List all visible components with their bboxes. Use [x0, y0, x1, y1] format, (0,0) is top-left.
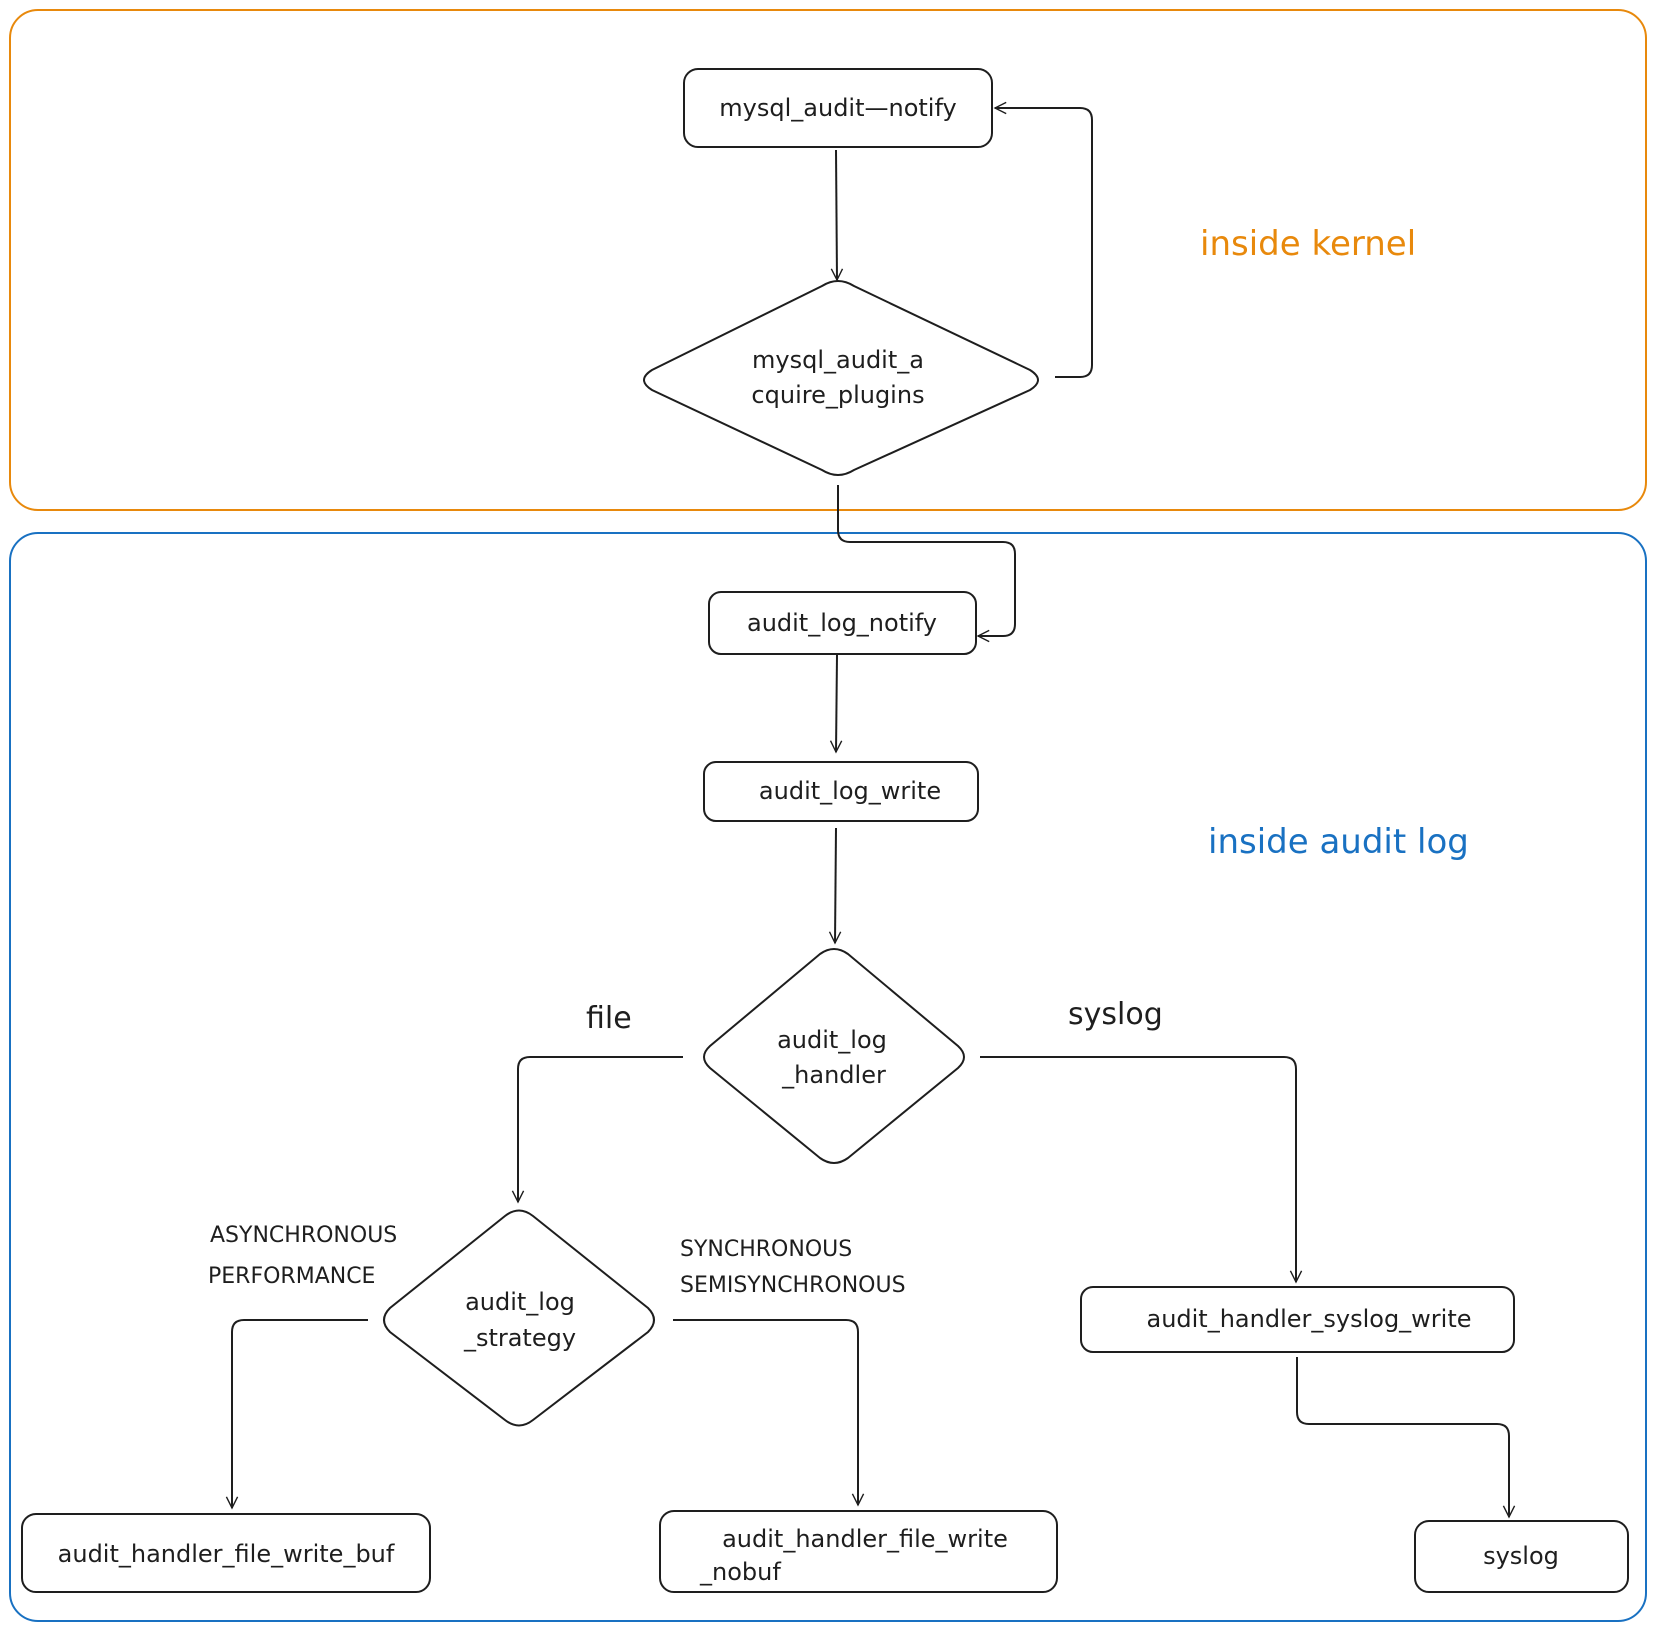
- node-audit-log-handler[interactable]: audit_log _handler: [703, 948, 965, 1164]
- edge-label-file: file: [586, 1001, 632, 1036]
- edge-label-asynchronous: ASYNCHRONOUS: [210, 1223, 397, 1248]
- node-file-write-nobuf-label-1: audit_handler_file_write: [722, 1525, 1008, 1553]
- node-mysql-audit-notify-label: mysql_audit—notify: [719, 94, 956, 122]
- edge-acquire-to-audit-log-notify: [837, 485, 1016, 636]
- node-audit-handler-syslog-write[interactable]: audit_handler_syslog_write: [1080, 1286, 1515, 1353]
- node-audit-log-handler-label-2: _handler: [781, 1061, 886, 1089]
- edge-strategy-sync-branch: [673, 1319, 858, 1505]
- edge-acquire-loop-back: [995, 108, 1093, 378]
- node-file-write-nobuf-label-2: _nobuf: [699, 1558, 781, 1586]
- edge-handler-file-branch: [518, 1056, 683, 1202]
- node-acquire-plugins-label-2: cquire_plugins: [751, 381, 924, 409]
- node-mysql-audit-notify[interactable]: mysql_audit—notify: [683, 68, 993, 148]
- audit-log-group-frame: [9, 532, 1647, 1622]
- node-audit-log-strategy-label-1: audit_log: [465, 1288, 575, 1316]
- edge-label-synchronous: SYNCHRONOUS: [680, 1237, 852, 1262]
- node-audit-handler-file-write-buf[interactable]: audit_handler_file_write_buf: [21, 1513, 431, 1593]
- node-syslog[interactable]: syslog: [1414, 1520, 1629, 1593]
- node-audit-log-write[interactable]: audit_log_write: [703, 761, 979, 822]
- edge-strategy-async-branch: [232, 1319, 368, 1508]
- edge-handler-syslog-branch: [980, 1056, 1296, 1282]
- edge-write-to-handler: [835, 827, 836, 943]
- node-audit-log-strategy[interactable]: audit_log _strategy: [383, 1209, 655, 1427]
- edge-label-performance: PERFORMANCE: [208, 1264, 375, 1289]
- node-audit-handler-file-write-nobuf[interactable]: audit_handler_file_write _nobuf: [659, 1510, 1058, 1593]
- edge-notify-to-acquire: [836, 149, 837, 280]
- node-acquire-plugins-label-1: mysql_audit_a: [752, 346, 924, 374]
- kernel-group-frame: [9, 9, 1647, 511]
- audit-log-group-label: inside audit log: [1208, 822, 1469, 862]
- node-audit-log-handler-label-1: audit_log: [777, 1026, 887, 1054]
- edge-label-semisynchronous: SEMISYNCHRONOUS: [680, 1273, 906, 1298]
- edge-syslog-write-to-syslog: [1296, 1357, 1509, 1517]
- node-audit-log-notify-label: audit_log_notify: [747, 609, 937, 637]
- node-file-write-buf-label: audit_handler_file_write_buf: [58, 1540, 395, 1568]
- node-audit-log-write-label: audit_log_write: [759, 777, 941, 805]
- node-syslog-label: syslog: [1483, 1542, 1559, 1570]
- edge-label-syslog: syslog: [1068, 997, 1163, 1032]
- edge-notify-to-write: [836, 654, 837, 752]
- node-audit-handler-syslog-write-label: audit_handler_syslog_write: [1146, 1305, 1471, 1333]
- node-audit-log-strategy-label-2: _strategy: [463, 1324, 576, 1352]
- node-mysql-audit-acquire-plugins[interactable]: mysql_audit_a cquire_plugins: [643, 280, 1039, 476]
- kernel-group-label: inside kernel: [1200, 224, 1416, 264]
- node-audit-log-notify[interactable]: audit_log_notify: [708, 591, 977, 655]
